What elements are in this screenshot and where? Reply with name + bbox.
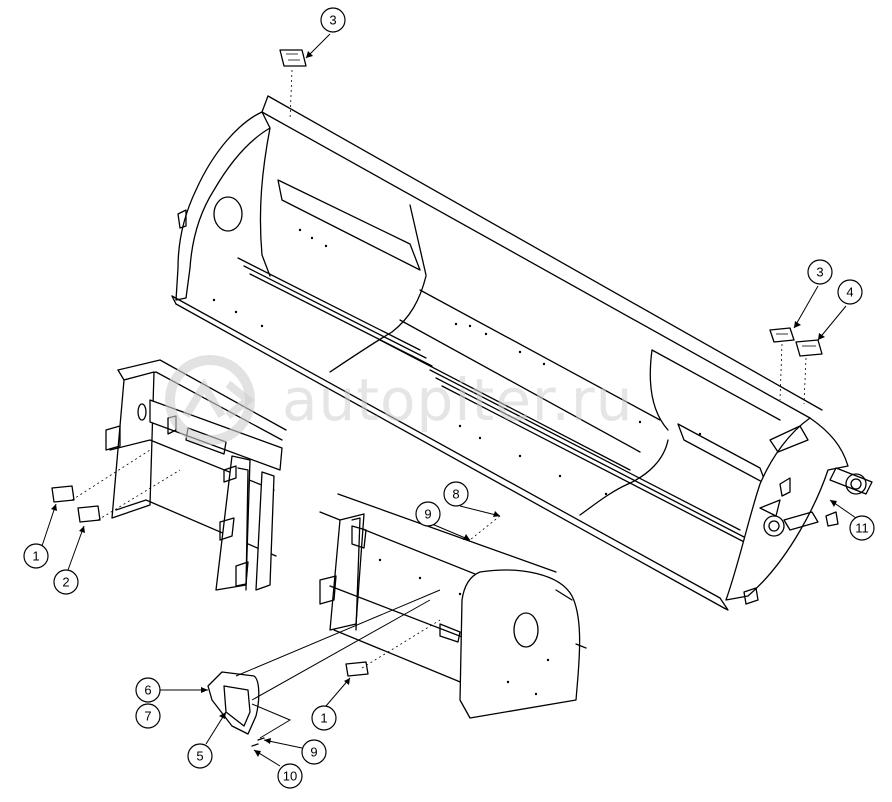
callout-label: 9 <box>424 507 431 522</box>
callout-3-top: 3 <box>320 7 346 33</box>
callout-11: 11 <box>849 515 875 541</box>
callout-label: 4 <box>846 285 853 300</box>
callout-label: 1 <box>32 549 39 564</box>
lower-bucket <box>319 493 587 719</box>
callout-label: 5 <box>196 749 203 764</box>
callout-label: 6 <box>144 683 151 698</box>
callout-10: 10 <box>277 763 303 789</box>
callout-label: 3 <box>329 13 336 28</box>
callout-label: 7 <box>144 709 151 724</box>
watermark: autopiter.ru <box>165 355 633 445</box>
callout-label: 2 <box>62 575 69 590</box>
callout-6: 6 <box>135 677 161 703</box>
callout-9-upper: 9 <box>415 501 441 527</box>
callout-2: 2 <box>53 569 79 595</box>
callout-3-right: 3 <box>807 259 833 285</box>
main-bucket <box>171 95 873 611</box>
callout-4: 4 <box>837 279 863 305</box>
callout-label: 10 <box>283 769 297 784</box>
callout-7: 7 <box>135 703 161 729</box>
callout-label: 9 <box>310 745 317 760</box>
callout-8: 8 <box>443 481 469 507</box>
callout-5: 5 <box>187 743 213 769</box>
callout-label: 3 <box>816 265 823 280</box>
small-parts <box>51 49 823 747</box>
alignment-lines <box>71 69 807 739</box>
callout-1-lower: 1 <box>311 705 337 731</box>
callout-9-lower: 9 <box>301 739 327 765</box>
watermark-text: autopiter.ru <box>282 366 633 434</box>
callout-leaders <box>41 33 857 767</box>
callout-label: 11 <box>855 521 869 536</box>
callout-label: 8 <box>452 487 459 502</box>
callout-1-left: 1 <box>23 543 49 569</box>
callout-label: 1 <box>320 711 327 726</box>
